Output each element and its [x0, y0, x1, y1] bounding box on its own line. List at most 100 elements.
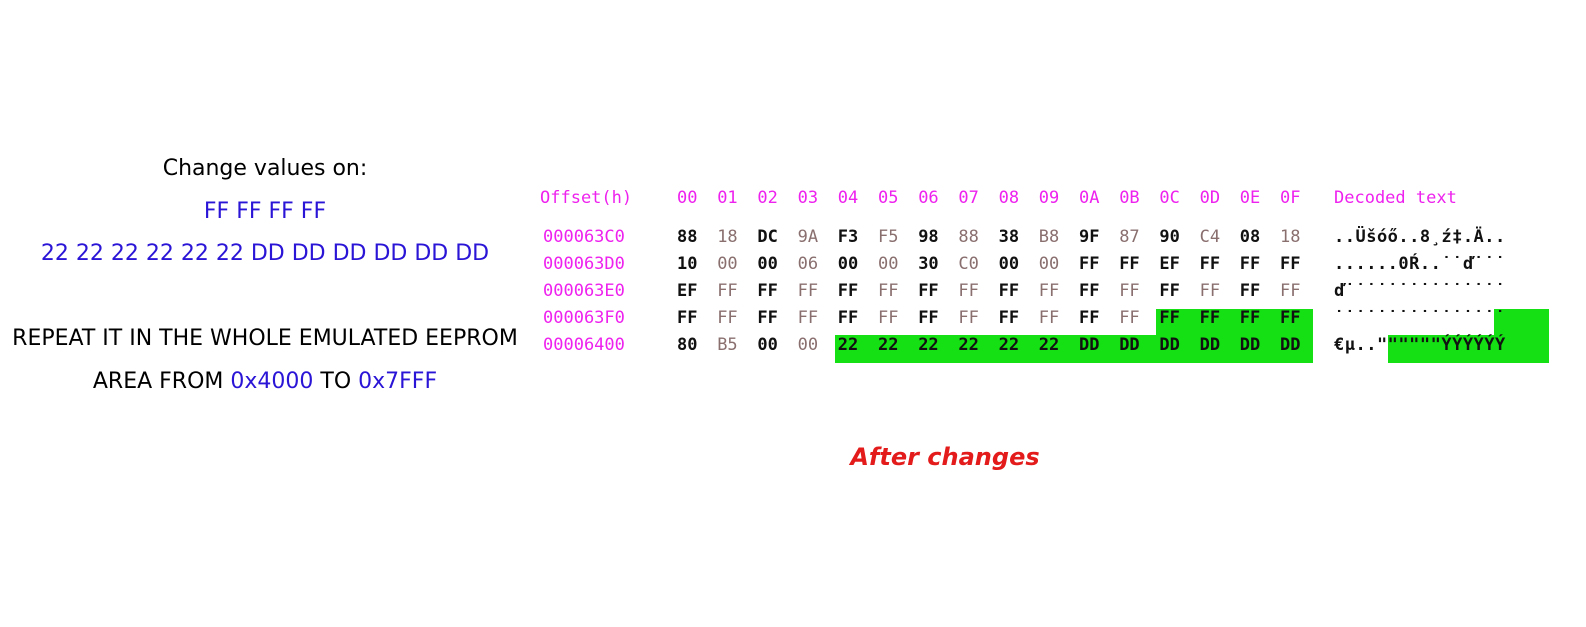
instruction-range: AREA FROM 0x4000 TO 0x7FFF	[0, 369, 530, 394]
hex-byte: 9F	[1079, 227, 1100, 247]
decoded-text: ..Üšóő..8¸ź‡.Ä..	[1334, 227, 1506, 247]
hex-byte: FF	[757, 308, 778, 328]
hex-byte: DD	[1159, 335, 1180, 355]
hex-byte: 88	[958, 227, 979, 247]
hex-byte: FF	[878, 281, 899, 301]
hex-byte: FF	[1280, 254, 1301, 274]
hex-byte: 08	[1239, 227, 1261, 247]
decoded-text: €µ..""""""ÝÝÝÝÝÝ	[1334, 335, 1506, 355]
hex-byte: 00	[717, 254, 738, 274]
hex-byte: 22	[837, 335, 859, 355]
hex-byte: FF	[918, 281, 939, 301]
hex-byte: FF	[1038, 308, 1060, 328]
hex-byte: FF	[998, 281, 1020, 301]
hex-byte: FF	[1199, 254, 1221, 274]
hex-byte: 90	[1159, 227, 1180, 247]
instruction-repeat: REPEAT IT IN THE WHOLE EMULATED EEPROM	[12, 326, 518, 351]
hex-byte: 00	[998, 254, 1020, 274]
decoded-text: ˙˙˙˙˙˙˙˙˙˙˙˙˙˙˙˙	[1334, 308, 1506, 328]
highlight-row3-hex	[1156, 309, 1314, 335]
hex-byte: EF	[1159, 254, 1180, 274]
hex-byte: DD	[1199, 335, 1221, 355]
column-header: 0B	[1119, 188, 1140, 208]
decoded-text: ď˙˙˙˙˙˙˙˙˙˙˙˙˙˙˙	[1334, 281, 1506, 301]
offset-header: Offset(h)	[540, 188, 633, 208]
row-offset: 000063F0	[543, 308, 625, 328]
row-offset: 000063E0	[543, 281, 625, 301]
hex-byte: FF	[958, 281, 979, 301]
column-header: 04	[837, 188, 859, 208]
hex-byte: 87	[1119, 227, 1140, 247]
highlight-row3-decoded	[1494, 309, 1549, 335]
hex-byte: FF	[1280, 308, 1301, 328]
hex-byte: 18	[717, 227, 738, 247]
hex-byte: 22	[1038, 335, 1060, 355]
hex-byte: FF	[757, 281, 778, 301]
decoded-text: ......0Ŕ..˙˙ď˙˙˙	[1334, 254, 1506, 274]
column-header: 03	[797, 188, 819, 208]
column-header: 06	[918, 188, 939, 208]
hex-byte: FF	[1199, 308, 1221, 328]
hex-byte: FF	[797, 308, 819, 328]
hex-byte: 00	[1038, 254, 1060, 274]
column-header: 0E	[1239, 188, 1261, 208]
column-header: 07	[958, 188, 979, 208]
range-end: 0x7FFF	[358, 369, 438, 394]
hex-byte: FF	[1239, 308, 1261, 328]
hex-byte: FF	[1079, 308, 1100, 328]
hex-byte: DD	[1079, 335, 1100, 355]
column-header: 08	[998, 188, 1020, 208]
row-offset: 000063D0	[543, 254, 625, 274]
hex-byte: 00	[757, 254, 778, 274]
column-header: 00	[677, 188, 698, 208]
hex-byte: F5	[878, 227, 899, 247]
instruction-title: Change values on:	[162, 156, 368, 181]
column-header: 05	[878, 188, 899, 208]
hex-byte: FF	[1119, 308, 1140, 328]
hex-byte: DC	[757, 227, 778, 247]
hex-byte: FF	[1159, 281, 1180, 301]
hex-byte: EF	[677, 281, 698, 301]
hex-byte: 22	[998, 335, 1020, 355]
instruction-values-ff: FF FF FF FF	[203, 199, 327, 224]
hex-byte: DD	[1119, 335, 1140, 355]
range-mid: TO	[313, 369, 359, 394]
hex-byte: FF	[717, 281, 738, 301]
hex-byte: 00	[797, 335, 819, 355]
hex-byte: FF	[837, 281, 859, 301]
column-header: 09	[1038, 188, 1060, 208]
hex-byte: 88	[677, 227, 698, 247]
column-header: 0D	[1199, 188, 1221, 208]
hex-byte: 30	[918, 254, 939, 274]
hex-byte: FF	[677, 308, 698, 328]
hex-byte: FF	[837, 308, 859, 328]
hex-byte: FF	[958, 308, 979, 328]
row-offset: 00006400	[543, 335, 625, 355]
column-header: 0C	[1159, 188, 1180, 208]
hex-byte: B8	[1038, 227, 1060, 247]
hex-byte: 22	[878, 335, 899, 355]
column-header: 0A	[1079, 188, 1100, 208]
caption-after-changes: After changes	[850, 443, 1040, 471]
hex-byte: FF	[1038, 281, 1060, 301]
column-header: 02	[757, 188, 778, 208]
highlight-row4-decoded	[1388, 335, 1549, 363]
hex-byte: 00	[837, 254, 859, 274]
range-start: 0x4000	[230, 369, 314, 394]
hex-byte: 10	[677, 254, 698, 274]
hex-byte: 22	[918, 335, 939, 355]
range-prefix: AREA FROM	[92, 369, 231, 394]
hex-byte: 38	[998, 227, 1020, 247]
hex-byte: 00	[757, 335, 778, 355]
hex-byte: F3	[837, 227, 859, 247]
hex-byte: FF	[1079, 254, 1100, 274]
hex-byte: C4	[1199, 227, 1221, 247]
hex-byte: B5	[717, 335, 738, 355]
hex-byte: FF	[1119, 254, 1140, 274]
hex-byte: FF	[1280, 281, 1301, 301]
hex-byte: FF	[1239, 254, 1261, 274]
column-header: 0F	[1280, 188, 1301, 208]
column-header: 01	[717, 188, 738, 208]
hex-byte: FF	[1119, 281, 1140, 301]
hex-byte: 98	[918, 227, 939, 247]
